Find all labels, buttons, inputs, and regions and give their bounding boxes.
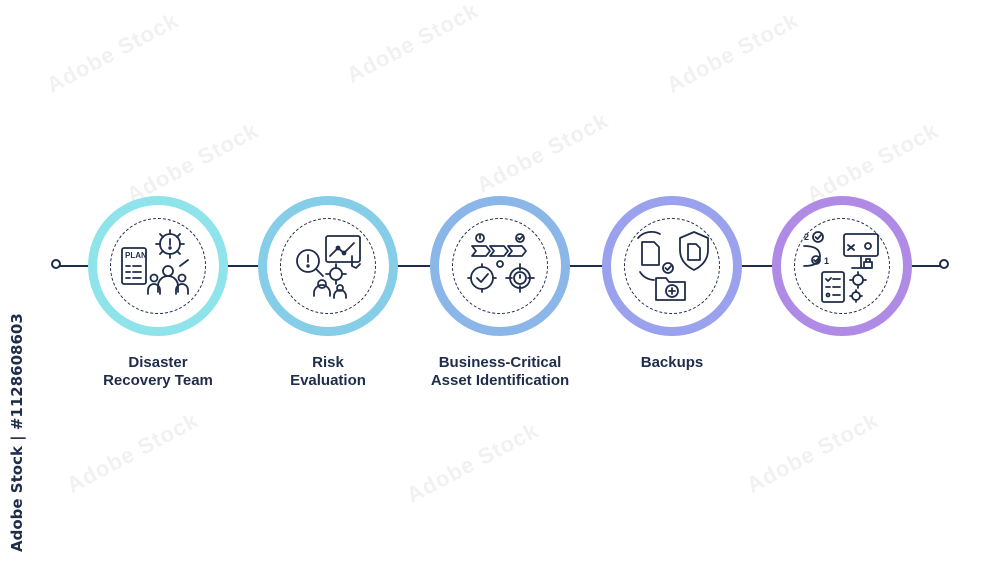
watermark: Adobe Stock — [742, 407, 883, 498]
label-line: Evaluation — [290, 372, 366, 389]
label-line: Disaster — [128, 354, 188, 371]
step-dashed-circle — [624, 218, 720, 314]
disaster-recovery-plan-team-icon: PLAN — [108, 216, 208, 316]
step-label-disaster-recovery-team: Disaster Recovery Team — [58, 354, 258, 390]
step-asset-identification — [430, 196, 570, 336]
step-label-backups: Backups — [572, 354, 772, 372]
label-line: Recovery Team — [103, 372, 213, 389]
svg-text:PLAN: PLAN — [125, 251, 147, 260]
step-dashed-circle — [110, 218, 206, 314]
risk-evaluation-icon — [278, 216, 378, 316]
step-label-asset-identification: Business-Critical Asset Identification — [400, 354, 600, 390]
label-line: Business-Critical — [438, 354, 562, 371]
watermark: Adobe Stock — [42, 7, 183, 98]
label-line: Risk — [312, 354, 344, 371]
stock-id-label: Adobe Stock | #1128608603 — [8, 313, 26, 552]
svg-text:2: 2 — [804, 232, 809, 242]
watermark: Adobe Stock — [662, 7, 803, 98]
backups-icon — [622, 216, 722, 316]
watermark: Adobe Stock — [472, 107, 613, 198]
step-label-risk-evaluation: Risk Evaluation — [228, 354, 428, 390]
step-disaster-recovery-team: PLAN — [88, 196, 228, 336]
stock-id-vertical-text: Adobe Stock | #1128608603 — [8, 313, 34, 560]
watermark: Adobe Stock — [122, 117, 263, 208]
svg-text:1: 1 — [824, 256, 829, 266]
timeline-start-dot — [51, 259, 61, 269]
step-risk-evaluation — [258, 196, 398, 336]
label-line: Backups — [640, 354, 704, 371]
label-line: Asset Identification — [430, 372, 570, 389]
asset-identification-icon — [450, 216, 550, 316]
timeline-end-dot — [939, 259, 949, 269]
step-dashed-circle — [452, 218, 548, 314]
watermark: Adobe Stock — [402, 417, 543, 508]
watermark: Adobe Stock — [342, 0, 483, 88]
step-dashed-circle — [280, 218, 376, 314]
watermark: Adobe Stock — [802, 117, 943, 208]
strategy-checklist-icon: 2 1 — [792, 216, 892, 316]
step-dashed-circle — [794, 218, 890, 314]
step-strategy-checklist: 2 1 — [772, 196, 912, 336]
step-backups — [602, 196, 742, 336]
watermark: Adobe Stock — [62, 407, 203, 498]
